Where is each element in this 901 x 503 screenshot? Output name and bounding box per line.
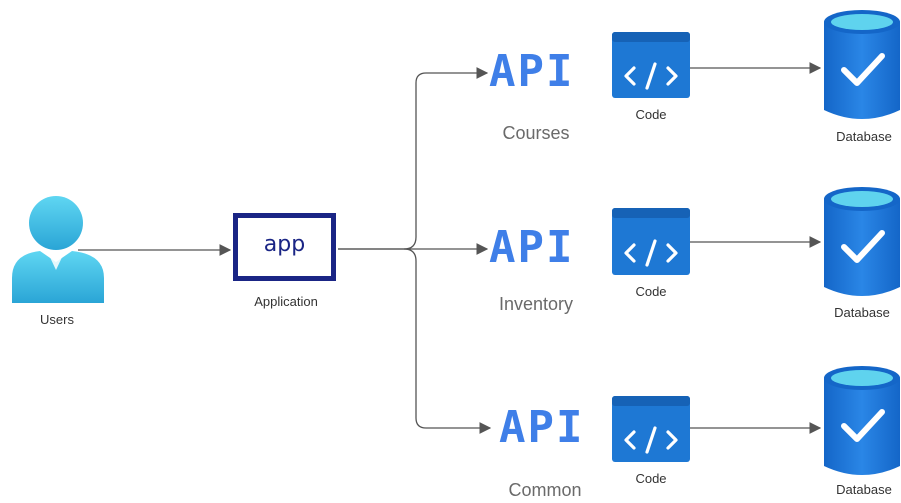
code-icon (612, 396, 690, 462)
database-label: Database (836, 129, 892, 144)
api-common-icon: API (499, 402, 585, 453)
application-label: Application (254, 294, 318, 309)
users-label: Users (40, 312, 74, 327)
api-courses-icon: API (489, 46, 575, 97)
code-icon (612, 208, 690, 275)
user-icon (12, 196, 104, 303)
database-icon (824, 366, 900, 475)
edge-app-to-apis (338, 67, 492, 434)
code-label: Code (635, 107, 667, 122)
app-box-text: app (263, 232, 306, 257)
api-inventory-icon: API (489, 222, 575, 273)
api-common-label: Common (508, 480, 582, 500)
database-icon (824, 187, 900, 296)
database-label: Database (834, 305, 890, 320)
database-icon (824, 10, 900, 119)
application-box: app (233, 213, 336, 281)
api-courses-label: Courses (502, 123, 570, 143)
code-label: Code (635, 471, 667, 486)
code-icon (612, 32, 690, 98)
code-label: Code (635, 284, 667, 299)
api-inventory-label: Inventory (498, 294, 574, 314)
database-label: Database (836, 482, 892, 497)
